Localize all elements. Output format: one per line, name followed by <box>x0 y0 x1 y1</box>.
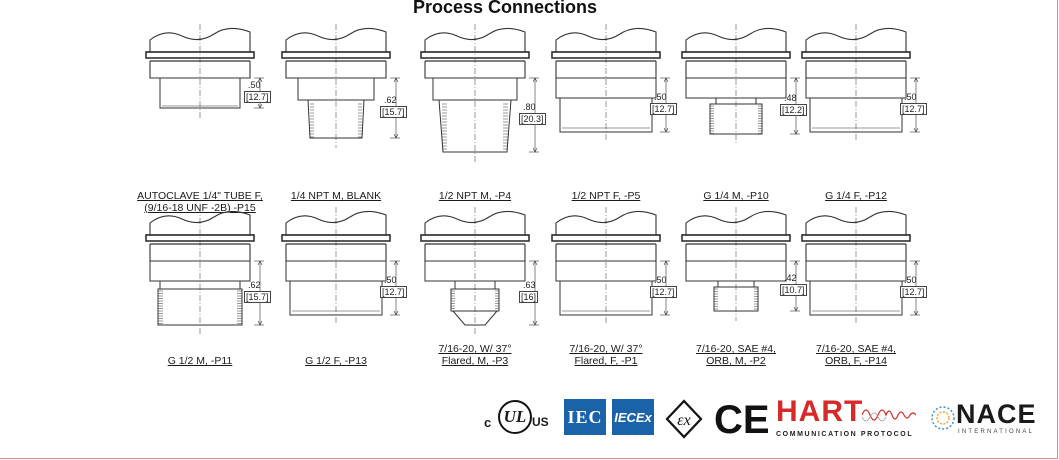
connection-label: 1/2 NPT M, -P4 <box>390 190 560 202</box>
connection-item: .50[12.7] G 1/2 F, -P13 <box>266 205 407 367</box>
dimension-mm: [12.7] <box>650 286 677 298</box>
atex-logo: εx <box>665 399 703 439</box>
dimension-inches: .48 <box>784 93 797 103</box>
connection-item: .50[12.7] 1/2 NPT F, -P5 <box>536 22 677 202</box>
connection-label: 1/2 NPT F, -P5 <box>521 190 691 202</box>
connection-label: G 1/4 M, -P10 <box>651 190 821 202</box>
dimension-mm: [20.3] <box>519 113 546 125</box>
dimension-inches: .50 <box>384 275 397 285</box>
dimension-inches: .50 <box>904 92 917 102</box>
connection-label: AUTOCLAVE 1/4" TUBE F, (9/16-18 UNF -2B)… <box>115 190 285 214</box>
ul-c-mark: c <box>484 415 492 430</box>
nace-globe-icon <box>931 406 955 430</box>
connection-label-text: 1/4 NPT M, BLANK <box>290 190 382 202</box>
connection-label: 7/16-20, W/ 37° Flared, M, -P3 <box>390 343 560 367</box>
connection-label-text: 1/2 NPT F, -P5 <box>571 190 641 202</box>
fitting-drawing <box>281 24 400 148</box>
connection-label: G 1/4 F, -P12 <box>771 190 941 202</box>
connection-item: .50[12.7] 7/16-20, SAE #4, ORB, F, -P14 <box>786 205 927 367</box>
connection-label: G 1/2 M, -P11 <box>115 355 285 367</box>
connection-item: .50[12.7] AUTOCLAVE 1/4" TUBE F, (9/16-18… <box>130 22 271 214</box>
fitting-drawing <box>801 24 920 142</box>
dimension-mm: [15.7] <box>244 291 271 303</box>
connection-label-text: G 1/4 F, -P12 <box>825 190 887 202</box>
dimension-mm: [12.7] <box>900 103 927 115</box>
dimension-inches: .50 <box>248 80 261 90</box>
hart-subtitle: COMMUNICATION PROTOCOL <box>776 431 914 438</box>
fitting-drawing <box>420 24 539 162</box>
dimension-inches: .42 <box>784 273 797 283</box>
ul-us-mark: US <box>532 415 549 429</box>
dimension-inches: .50 <box>654 275 667 285</box>
page-title: Process Connections <box>412 0 598 17</box>
fitting-drawing <box>281 207 400 325</box>
nace-logo: NACE <box>956 399 1037 429</box>
certification-logos: c UL US IEC IECEx εx CE HART COMMUNICATI… <box>0 393 1059 453</box>
fitting-drawing <box>681 207 800 321</box>
connection-item: .62[15.7] G 1/2 M, -P11 <box>130 205 271 367</box>
connection-label: 7/16-20, SAE #4, ORB, M, -P2 <box>651 343 821 367</box>
connection-label-text: 7/16-20, SAE #4, ORB, M, -P2 <box>696 343 776 367</box>
dimension-inches: .63 <box>523 280 536 290</box>
dimension-mm: [12.7] <box>244 91 271 103</box>
nace-subtitle: INTERNATIONAL <box>958 429 1035 435</box>
connection-label-text: G 1/2 F, -P13 <box>305 355 367 367</box>
fitting-drawing <box>551 207 670 325</box>
fitting-drawing <box>681 24 800 144</box>
hart-logo: HART <box>776 395 864 428</box>
fitting-drawing <box>145 24 264 118</box>
connection-item: .62[15.7] 1/4 NPT M, BLANK <box>266 22 407 202</box>
dimension-inches: .62 <box>384 95 397 105</box>
connection-label-text: 7/16-20, W/ 37° Flared, F, -P1 <box>569 343 643 367</box>
fitting-drawing <box>420 207 539 335</box>
connection-item: .80[20.3] 1/2 NPT M, -P4 <box>405 22 546 202</box>
dimension-mm: [12.7] <box>900 286 927 298</box>
iec-logo: IEC <box>564 399 606 435</box>
dimension-inches: .62 <box>248 280 261 290</box>
dimension-inches: .50 <box>904 275 917 285</box>
connection-item: .50[12.7] 7/16-20, W/ 37° Flared, F, -P1 <box>536 205 677 367</box>
dimension-mm: [10.7] <box>780 284 807 296</box>
fitting-drawing <box>551 24 670 142</box>
connection-label: 7/16-20, SAE #4, ORB, F, -P14 <box>771 343 941 367</box>
fitting-drawing <box>145 207 264 335</box>
connection-label-text: G 1/4 M, -P10 <box>703 190 769 202</box>
dimension-mm: [12.7] <box>650 103 677 115</box>
connection-item: .48[12.2] G 1/4 M, -P10 <box>666 22 807 202</box>
dimension-mm: [15.7] <box>380 106 407 118</box>
hart-wave-icon <box>862 409 916 422</box>
svg-text:CE: CE <box>714 399 770 439</box>
dimension-mm: [12.2] <box>780 104 807 116</box>
connection-item: .50[12.7] G 1/4 F, -P12 <box>786 22 927 202</box>
iecex-logo: IECEx <box>612 399 654 435</box>
connection-label-text: 7/16-20, SAE #4, ORB, F, -P14 <box>816 343 896 367</box>
connection-label-text: 1/2 NPT M, -P4 <box>438 190 512 202</box>
connection-label-text: 7/16-20, W/ 37° Flared, M, -P3 <box>438 343 512 367</box>
connection-label-text: AUTOCLAVE 1/4" TUBE F, (9/16-18 UNF -2B)… <box>137 190 263 214</box>
connection-label: 7/16-20, W/ 37° Flared, F, -P1 <box>521 343 691 367</box>
dimension-mm: [12.7] <box>380 286 407 298</box>
connection-label: 1/4 NPT M, BLANK <box>251 190 421 202</box>
ul-logo: UL <box>498 400 532 434</box>
connection-item: .63[16] 7/16-20, W/ 37° Flared, M, -P3 <box>405 205 545 367</box>
dimension-inches: .80 <box>523 102 536 112</box>
connection-label: G 1/2 F, -P13 <box>251 355 421 367</box>
connection-item: .42[10.7] 7/16-20, SAE #4, ORB, M, -P2 <box>666 205 807 367</box>
svg-text:εx: εx <box>677 412 690 429</box>
ce-logo: CE <box>714 399 770 439</box>
connection-label-text: G 1/2 M, -P11 <box>167 355 233 367</box>
dimension-mm: [16] <box>519 291 539 303</box>
dimension-inches: .50 <box>654 92 667 102</box>
